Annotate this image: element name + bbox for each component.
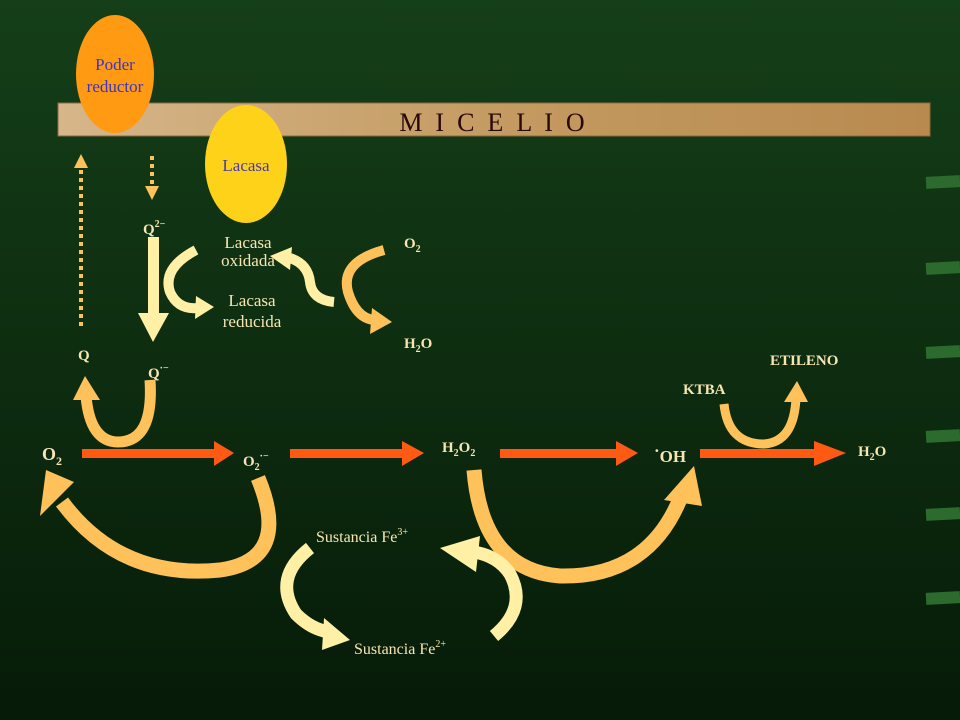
arrow-o2-to-superoxide [82, 441, 234, 466]
o2-to-h2o-arrow [341, 245, 392, 334]
superoxide-label: O2·− [243, 451, 269, 473]
arrow-h2o2-to-hydroxyl [500, 441, 638, 466]
solid-down-arrow [138, 237, 169, 342]
ktba-label: KTBA [683, 382, 726, 398]
hydroxyl-label: ·OH [654, 441, 686, 466]
h2o2-label: H2O2 [442, 440, 475, 459]
superoxide-to-o2-arrow [40, 470, 277, 579]
micelio-title: M I C E L I O [399, 108, 584, 137]
ktba-etileno-arrow [719, 381, 808, 449]
o2-main-label: O2 [42, 444, 62, 468]
q-radical-u-arrow [73, 376, 156, 448]
fe3-to-fe2-arrow [280, 542, 350, 650]
lacasa-reducida-line2: reducida [223, 312, 282, 331]
lacasa-reducida-line1: Lacasa [228, 291, 276, 310]
arrow-superoxide-to-h2o2 [290, 441, 424, 466]
fe3-label: Sustancia Fe3+ [316, 527, 408, 546]
fe2-label: Sustancia Fe2+ [354, 639, 446, 658]
o2-top-label: O2 [404, 236, 421, 255]
poder-reductor-bubble [76, 15, 154, 133]
h2o2-to-hydroxyl-arrow [466, 466, 702, 584]
h2o-right-label: H2O [858, 444, 886, 463]
q-label: Q [78, 348, 90, 364]
etileno-label: ETILENO [770, 353, 838, 369]
quinone-top-label: Q2− [143, 219, 166, 238]
q-radical-label: Q·− [148, 363, 169, 382]
lacasa-bubble-label: Lacasa [222, 156, 270, 175]
poder-label-line1: Poder [95, 55, 135, 74]
h2o-top-label: H2O [404, 336, 432, 355]
lacasa-bubble [205, 105, 287, 223]
poder-label-line2: reductor [87, 77, 144, 96]
fe2-to-fe3-arrow [440, 536, 523, 642]
laccase-left-cycle-arrow [163, 245, 214, 319]
edge-decoration [925, 175, 960, 605]
lacasa-oxidada-line2: oxidada [221, 251, 275, 270]
lacasa-oxidada-line1: Lacasa [224, 233, 272, 252]
laccase-middle-cycle-arrow [270, 247, 335, 307]
micelio-bar [57, 102, 931, 137]
dotted-arrow-down [145, 156, 159, 200]
arrow-hydroxyl-to-water [700, 441, 846, 466]
dotted-arrow-up [74, 154, 88, 330]
